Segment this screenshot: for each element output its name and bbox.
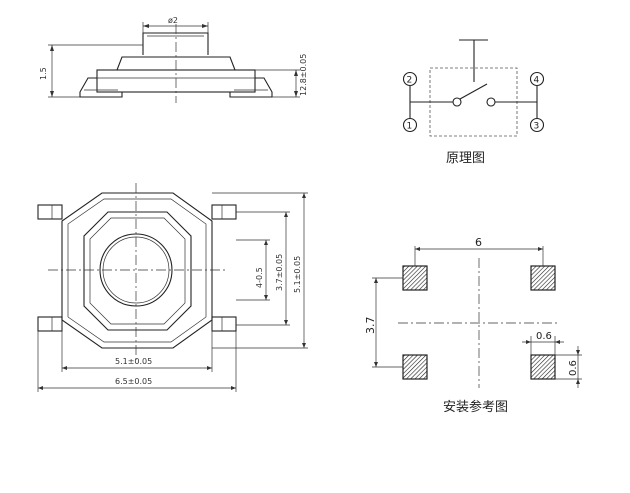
schematic-caption: 原理图 — [446, 151, 485, 166]
top-view: 4-0.5 3.7±0.05 5.1±0.05 5.1±0.05 6.5±0.0… — [37, 183, 308, 392]
footprint: 6 3.7 0.6 0.6 安装参考图 — [364, 236, 582, 415]
dim-inner: 3.7±0.05 — [275, 254, 284, 291]
schematic: 2 1 4 3 原理图 — [402, 39, 545, 166]
side-view: ø2 1.5 12.8±0.05 — [39, 16, 308, 103]
footprint-caption: 安装参考图 — [443, 399, 508, 415]
pin-label-1: 1 — [407, 122, 413, 132]
dim-overall: 6.5±0.05 — [115, 377, 152, 386]
pin-label-3: 3 — [534, 122, 540, 132]
dim-outer-v: 5.1±0.05 — [293, 256, 302, 293]
dim-body-h: 5.1±0.05 — [115, 357, 152, 366]
dim-span: 6 — [475, 236, 482, 249]
lead-bottom-left — [37, 316, 63, 332]
dim-body: 12.8±0.05 — [299, 54, 308, 96]
lead-top-right — [211, 204, 237, 220]
pin-label-4: 4 — [534, 76, 540, 86]
dim-diameter: ø2 — [168, 16, 178, 25]
pin-label-2: 2 — [407, 76, 413, 86]
pad-bottom-left — [402, 354, 428, 380]
inner-housing — [83, 211, 192, 331]
lead-top-left — [37, 204, 63, 220]
pad-bottom-right — [530, 354, 556, 380]
dim-pad-w: 0.6 — [536, 331, 552, 342]
pad-top-left — [402, 265, 428, 291]
dim-pad-h: 0.6 — [568, 360, 579, 376]
body-outline — [61, 192, 213, 349]
dim-height: 1.5 — [39, 67, 48, 80]
dim-button: 4-0.5 — [255, 267, 264, 288]
pad-top-right — [530, 265, 556, 291]
lead-bottom-right — [211, 316, 237, 332]
dim-pitch: 3.7 — [364, 317, 377, 335]
